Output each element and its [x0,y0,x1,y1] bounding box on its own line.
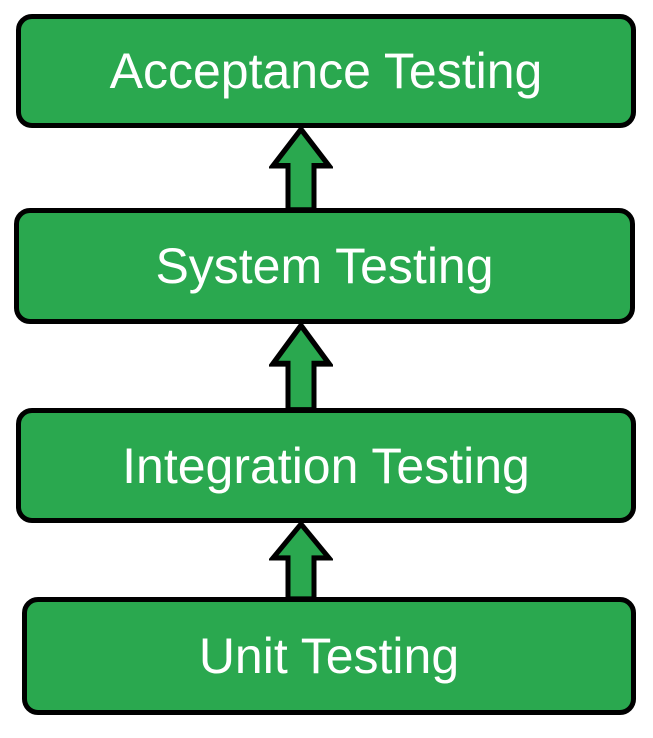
system-testing-label: System Testing [155,238,494,294]
up-arrow-shape [269,126,333,210]
up-arrow-shape [269,521,333,599]
acceptance-testing-label: Acceptance Testing [109,43,543,99]
integration-testing-label: Integration Testing [122,437,530,494]
up-arrow-icon [269,521,333,599]
system-testing-box: System Testing [14,208,635,324]
up-arrow-shape [269,322,333,410]
unit-testing-label: Unit Testing [198,628,460,684]
unit-testing-box: Unit Testing [22,597,636,715]
up-arrow-icon [269,322,333,410]
acceptance-testing-box: Acceptance Testing [16,14,636,128]
integration-testing-box: Integration Testing [16,408,636,523]
up-arrow-icon [269,126,333,210]
